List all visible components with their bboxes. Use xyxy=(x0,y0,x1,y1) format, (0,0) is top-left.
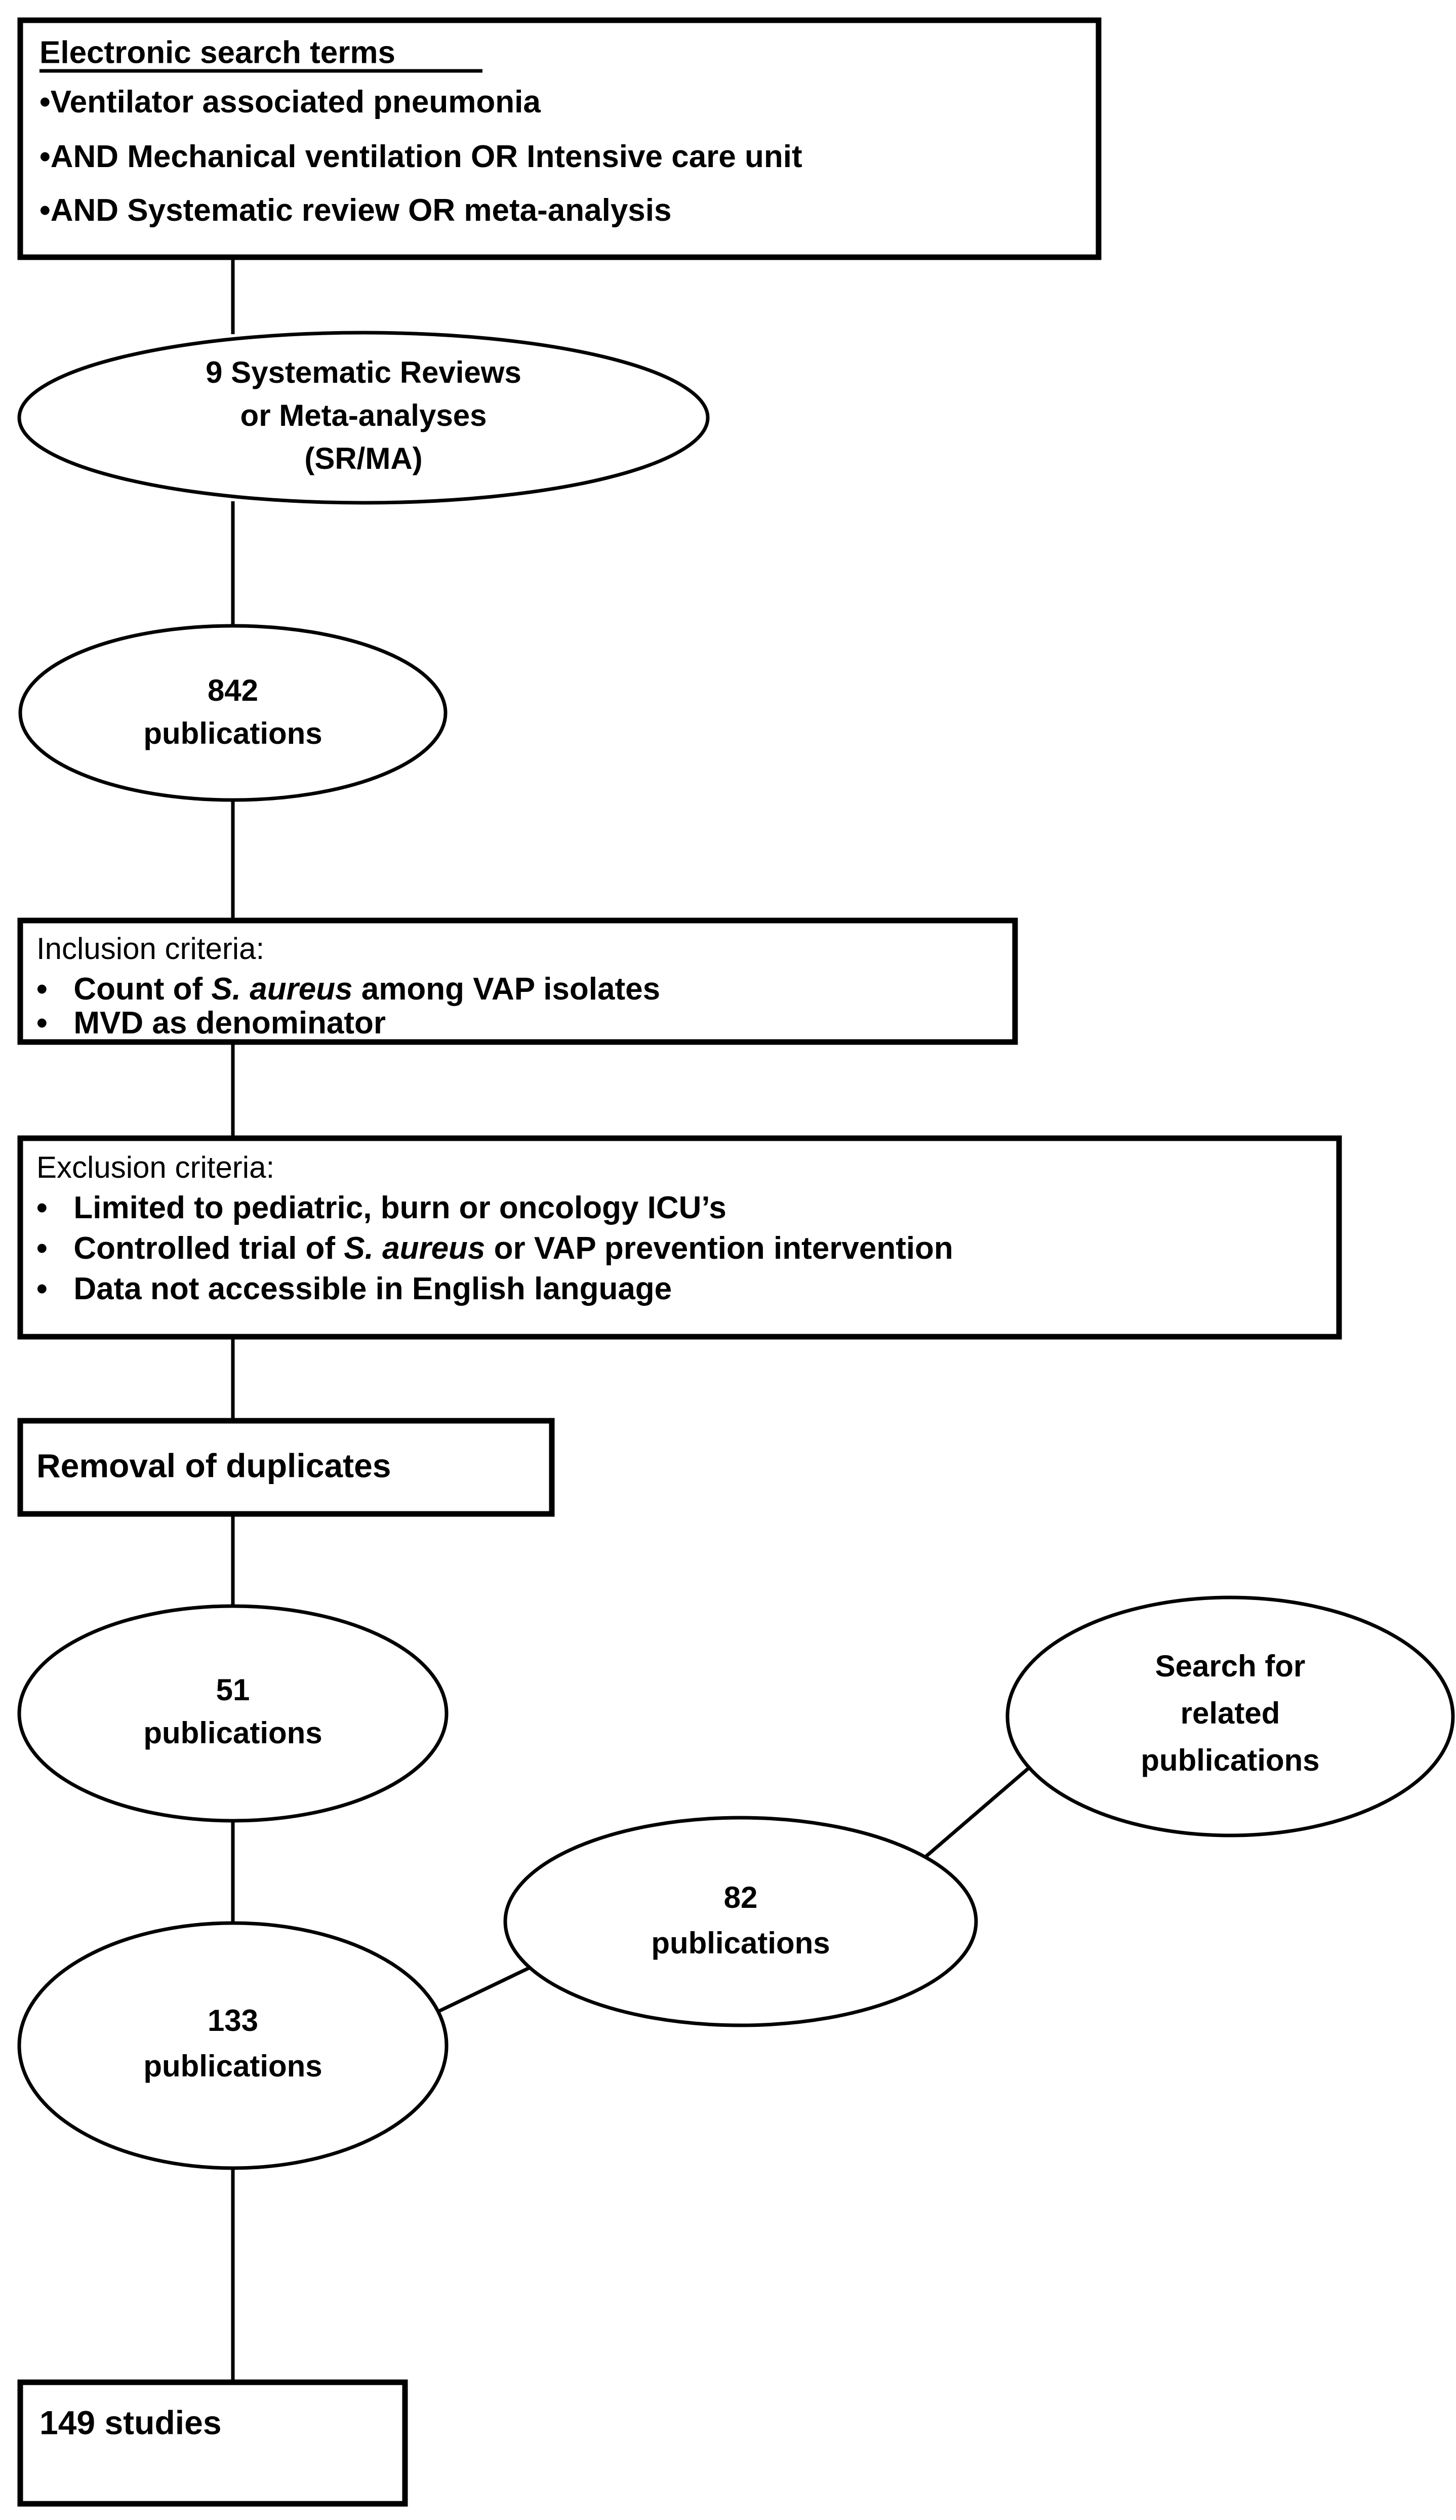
publications-51-line-0: 51 xyxy=(216,1673,250,1707)
exclusion-heading: Exclusion criteria: xyxy=(36,1150,274,1184)
search-terms-box xyxy=(17,17,1102,260)
publications-51-line-1: publications xyxy=(143,1716,322,1750)
search-terms-bullet-2: •AND Systematic review OR meta-analysis xyxy=(39,193,672,228)
publications-82-line-1: publications xyxy=(651,1926,830,1960)
publications-133-line-0: 133 xyxy=(208,2004,258,2037)
publications-82-ellipse xyxy=(503,1816,978,2027)
inclusion-bullet-0: • Count of S. aureus among VAP isolates xyxy=(36,972,660,1007)
publications-82-line-0: 82 xyxy=(724,1881,758,1914)
sr-ma-ellipse xyxy=(17,331,710,505)
exclusion-bullet-1: • Controlled trial of S. aureus or VAP p… xyxy=(36,1231,953,1266)
exclusion-criteria-box xyxy=(17,1135,1342,1340)
publications-842-ellipse xyxy=(18,624,448,802)
studies-149-box xyxy=(17,2379,408,2507)
edge-133-to-82 xyxy=(424,1957,548,2020)
search-related-line-0: Search for xyxy=(1155,1649,1306,1683)
inclusion-heading: Inclusion criteria: xyxy=(36,932,264,966)
exclusion-bullet-2: • Data not accessible in English languag… xyxy=(36,1271,672,1306)
sr-ma-line-0: 9 Systematic Reviews xyxy=(206,355,521,389)
sr-ma-line-1: or Meta-analyses xyxy=(240,398,487,432)
publications-842-line-1: publications xyxy=(143,716,322,750)
search-terms-bullet-0: •Ventilator associated pneumonia xyxy=(39,85,541,119)
publications-133-line-1: publications xyxy=(143,2049,322,2083)
publications-51-ellipse xyxy=(17,1604,449,1823)
inclusion-criteria-box xyxy=(17,917,1018,1045)
search-terms-heading: Electronic search terms xyxy=(39,35,395,70)
sr-ma-line-2: (SR/MA) xyxy=(304,442,422,475)
removal-of-duplicates-box xyxy=(17,1418,555,1517)
search-related-line-1: related xyxy=(1181,1696,1280,1730)
exclusion-bullet-0: • Limited to pediatric, burn or oncology… xyxy=(36,1190,726,1225)
search-related-line-2: publications xyxy=(1141,1743,1319,1777)
publications-133-ellipse xyxy=(17,1921,449,2170)
publications-842-line-0: 842 xyxy=(208,673,258,707)
inclusion-bullet-1: • MVD as denominator xyxy=(36,1006,386,1041)
search-terms-bullet-1: •AND Mechanical ventilation OR Intensive… xyxy=(39,139,802,174)
removal-of-duplicates-label: Removal of duplicates xyxy=(36,1447,391,1484)
edge-82-to-search-related xyxy=(905,1763,1034,1875)
search-for-related-publications-ellipse xyxy=(1005,1595,1455,1837)
studies-149-label: 149 studies xyxy=(39,2404,222,2441)
